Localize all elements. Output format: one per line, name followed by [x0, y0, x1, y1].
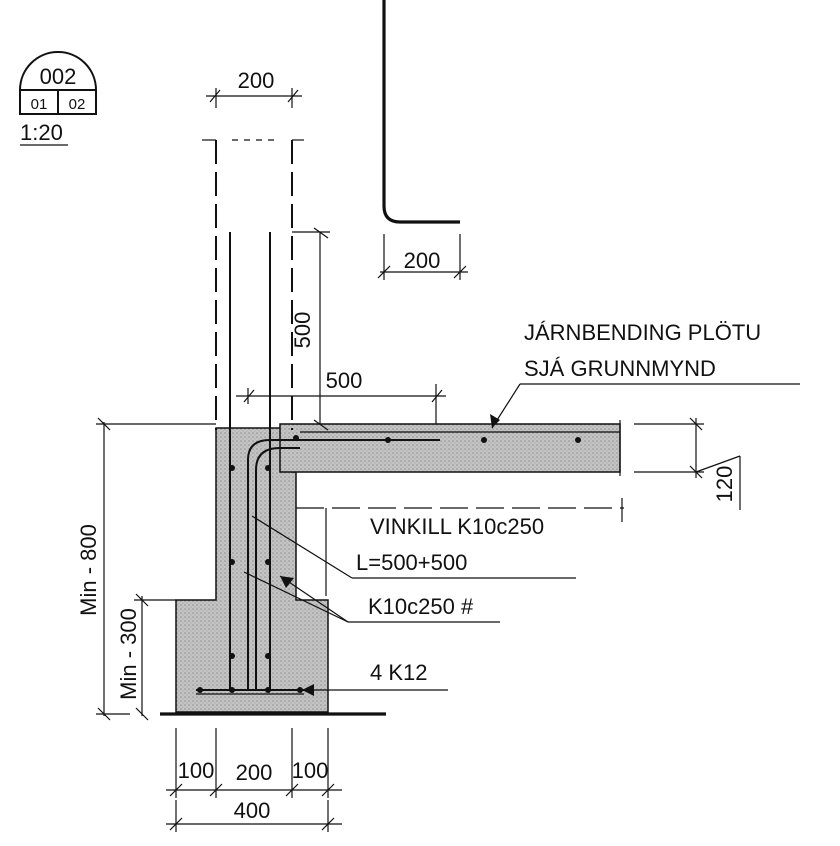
dim-wall-top: 200	[206, 68, 302, 108]
dim-footing-total: 400	[166, 798, 342, 832]
angle-bar-note: VINKILL K10c250 L=500+500	[251, 498, 624, 596]
floor-slab-section	[279, 423, 621, 473]
angle-bar-k10	[247, 439, 440, 690]
slab-note: JÁRNBENDING PLÖTU SJÁ GRUNNMYND	[490, 320, 800, 429]
reinforcement	[196, 232, 620, 695]
rebar-dots	[197, 435, 581, 693]
dim-bar-horizontal-text: 500	[326, 368, 363, 393]
slab-note-line2: SJÁ GRUNNMYND	[524, 356, 716, 381]
detail-number: 002	[40, 64, 77, 89]
detail-marker: 002 01 02 1:20	[19, 51, 97, 146]
dim-upper-wall-text: 200	[404, 248, 441, 273]
detail-scale: 1:20	[20, 120, 63, 145]
upper-wall	[382, 0, 460, 224]
angle-bar-k10-lap	[255, 447, 300, 690]
dim-footing-left: 100	[178, 758, 215, 783]
stirrup-label: K10c250 #	[368, 594, 474, 619]
dim-slab-text: 120	[712, 466, 737, 503]
dim-min-300: Min - 300	[116, 593, 176, 721]
slab-note-line1: JÁRNBENDING PLÖTU	[524, 320, 761, 345]
dim-min-300-text: Min - 300	[116, 608, 141, 700]
dim-upper-wall: 200	[377, 234, 468, 280]
bottom-bar-label: 4 K12	[370, 660, 428, 685]
dim-bar-vertical: 500	[290, 227, 330, 431]
dim-bar-horizontal: 500	[236, 368, 446, 424]
wall-above-outline	[202, 139, 304, 430]
dim-footing-parts: 100 200 100	[166, 728, 342, 798]
dim-min-800-text: Min - 800	[76, 524, 101, 616]
dim-wall-top-text: 200	[238, 68, 275, 93]
dim-footing-total-text: 400	[234, 798, 271, 823]
detail-sheet-b: 02	[69, 96, 86, 113]
stirrup-note: K10c250 #	[243, 571, 500, 623]
upper-wall-outline	[382, 0, 460, 224]
dim-min-800: Min - 800	[76, 417, 216, 721]
dim-footing-right: 100	[292, 758, 329, 783]
detail-sheet-a: 01	[31, 96, 48, 113]
dim-slab: 120	[634, 417, 741, 510]
angle-bar-line2: L=500+500	[356, 550, 467, 575]
dim-bar-vertical-text: 500	[290, 312, 315, 349]
bottom-bar-note: 4 K12	[302, 660, 448, 696]
angle-bar-line1: VINKILL K10c250	[370, 514, 544, 539]
dim-footing-mid: 200	[236, 760, 273, 785]
detail-marker-outline	[19, 51, 97, 115]
